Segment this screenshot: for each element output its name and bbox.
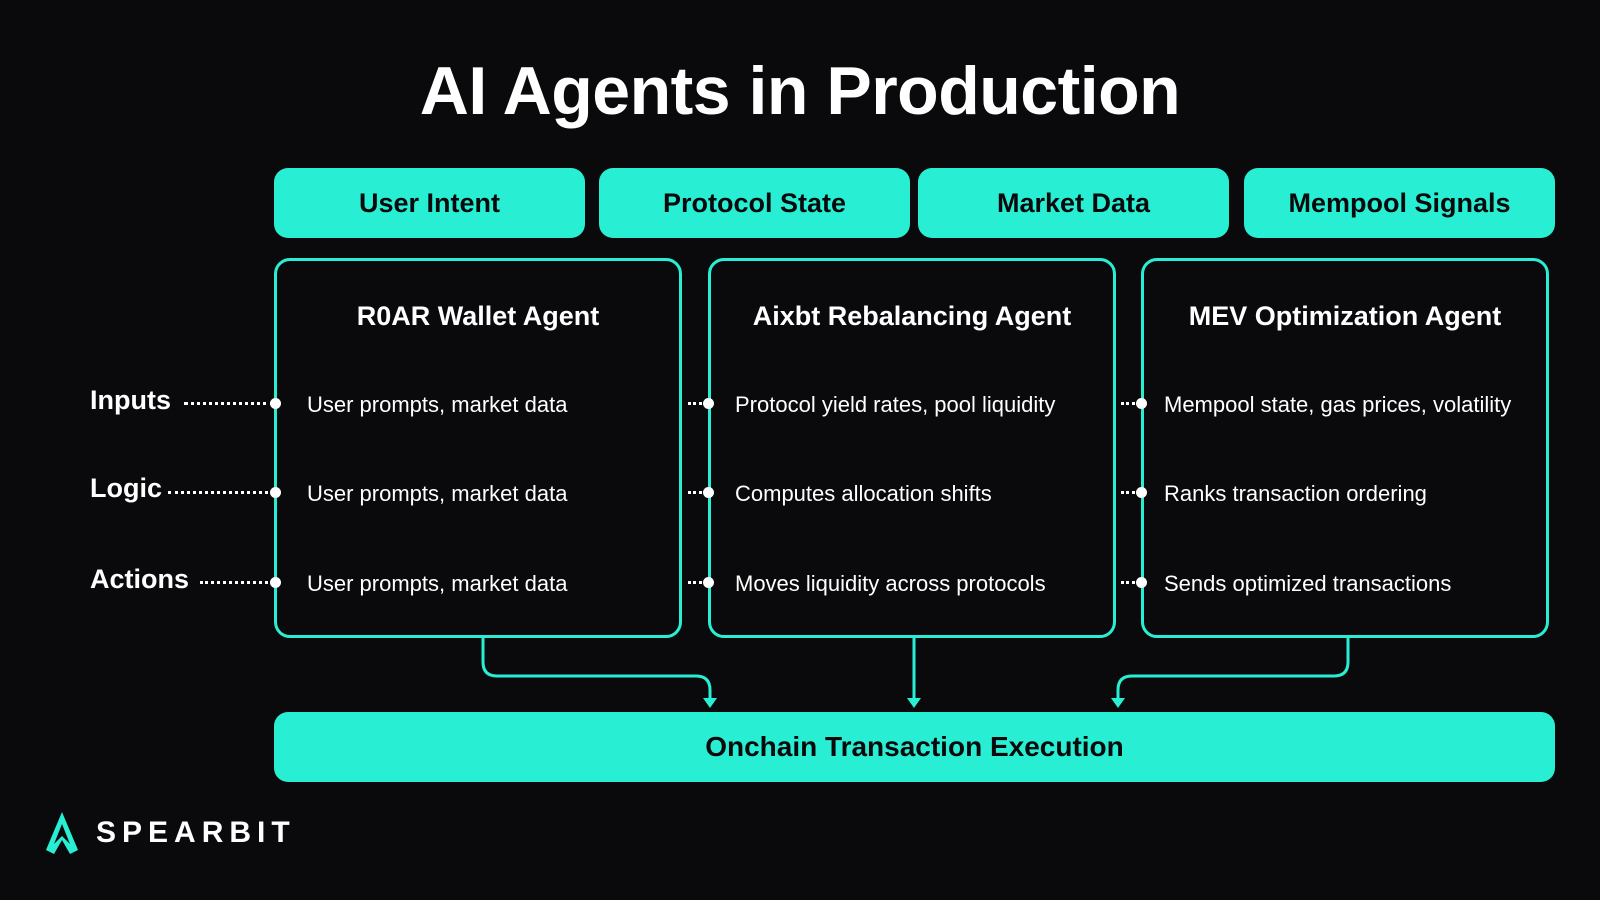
source-mempool-signals: Mempool Signals (1244, 168, 1555, 238)
actions-dot (270, 577, 281, 588)
logic-dot (270, 487, 281, 498)
spearbit-logo-icon (46, 812, 78, 854)
spearbit-logo: SPEARBIT (44, 810, 296, 856)
connector-dots (1121, 581, 1141, 584)
logic-dot (1136, 487, 1147, 498)
agent-card-roar-wallet: R0AR Wallet Agent User prompts, market d… (274, 258, 682, 638)
connector-dots (688, 402, 708, 405)
agent-logic-text: Ranks transaction ordering (1164, 481, 1427, 506)
logic-dot (703, 487, 714, 498)
agent-inputs-text: Protocol yield rates, pool liquidity (735, 392, 1056, 417)
agent-actions-text: Sends optimized transactions (1164, 571, 1452, 596)
row-label-actions: Actions (90, 564, 190, 594)
inputs-dot (703, 398, 714, 409)
agent-actions-text: User prompts, market data (307, 571, 568, 596)
inputs-dot (1136, 398, 1147, 409)
arrow-line-right (1116, 638, 1350, 700)
agent-title: MEV Optimization Agent (1188, 301, 1502, 331)
agent-actions-text: Moves liquidity across protocols (735, 571, 1046, 596)
logic-leader-line (168, 491, 274, 494)
actions-leader-line (200, 581, 274, 584)
connector-dots (1121, 402, 1141, 405)
arrow-head-center (907, 698, 921, 708)
inputs-leader-line (184, 402, 274, 405)
source-user-intent: User Intent (274, 168, 585, 238)
arrow-head-left (703, 698, 717, 708)
agent-logic-text: Computes allocation shifts (735, 481, 992, 506)
agent-card-mev-optimization: MEV Optimization Agent Mempool state, ga… (1141, 258, 1549, 638)
source-market-data: Market Data (918, 168, 1229, 238)
connector-dots (688, 581, 708, 584)
agent-inputs-text: User prompts, market data (307, 392, 568, 417)
actions-dot (1136, 577, 1147, 588)
agent-logic-text: User prompts, market data (307, 481, 568, 506)
agent-title: R0AR Wallet Agent (356, 301, 600, 331)
connector-dots (1121, 491, 1141, 494)
actions-dot (703, 577, 714, 588)
agent-inputs-text: Mempool state, gas prices, volatility (1164, 392, 1512, 417)
agent-card-aixbt-rebalancing: Aixbt Rebalancing Agent Protocol yield r… (708, 258, 1116, 638)
onchain-execution-bar: Onchain Transaction Execution (274, 712, 1555, 782)
source-protocol-state: Protocol State (599, 168, 910, 238)
agent-title: Aixbt Rebalancing Agent (752, 301, 1072, 331)
page-title: AI Agents in Production (419, 53, 1181, 129)
arrow-line-left (481, 638, 712, 700)
row-label-logic: Logic (90, 473, 162, 503)
brand-name: SPEARBIT (96, 816, 296, 849)
arrow-head-right (1111, 698, 1125, 708)
connector-dots (688, 491, 708, 494)
row-label-inputs: Inputs (90, 385, 171, 415)
inputs-dot (270, 398, 281, 409)
